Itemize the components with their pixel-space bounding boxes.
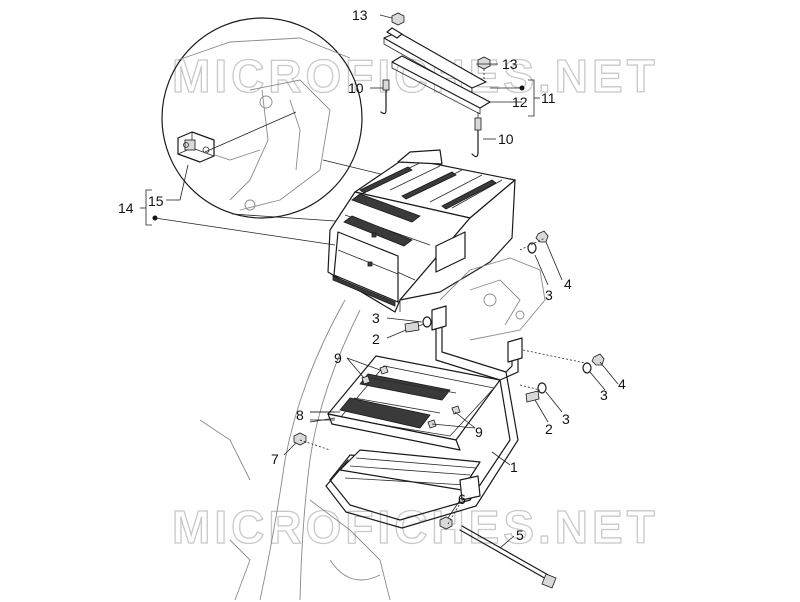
callout-4: 4 — [564, 276, 572, 292]
callout-2: 2 — [372, 331, 380, 347]
callout-10: 10 — [348, 80, 364, 96]
callout-14: 14 — [118, 200, 134, 216]
callout-3: 3 — [545, 287, 553, 303]
callout-10: 10 — [498, 131, 514, 147]
battery-clip-part — [177, 111, 297, 163]
callout-5: 5 — [516, 527, 524, 543]
support-rack-frame — [293, 230, 605, 589]
battery-box — [327, 149, 516, 313]
callout-7: 7 — [271, 451, 279, 467]
callout-9: 9 — [475, 424, 483, 440]
callout-9: 9 — [334, 350, 342, 366]
callout-labels: 13 13 10 10 12 11 15 14 4 3 3 2 9 4 3 8 … — [118, 7, 626, 543]
callout-15: 15 — [148, 193, 164, 209]
callout-6: 6 — [458, 491, 466, 507]
callout-13: 13 — [502, 56, 518, 72]
watermark-top: MICROFICHES.NET — [172, 50, 659, 102]
battery-tray — [327, 355, 501, 451]
callout-11: 11 — [541, 90, 556, 106]
battery-strap-assembly — [380, 12, 491, 158]
callout-13: 13 — [352, 7, 368, 23]
callout-8: 8 — [296, 407, 304, 423]
callout-1: 1 — [510, 459, 518, 475]
callout-3: 3 — [562, 411, 570, 427]
leader-lines — [140, 14, 619, 549]
callout-2: 2 — [545, 421, 553, 437]
watermark-bottom: MICROFICHES.NET — [172, 501, 659, 553]
scooter-frame-outline — [199, 257, 546, 601]
callout-12: 12 — [512, 94, 528, 110]
callout-4: 4 — [618, 376, 626, 392]
callout-3: 3 — [600, 387, 608, 403]
callout-3: 3 — [372, 310, 380, 326]
